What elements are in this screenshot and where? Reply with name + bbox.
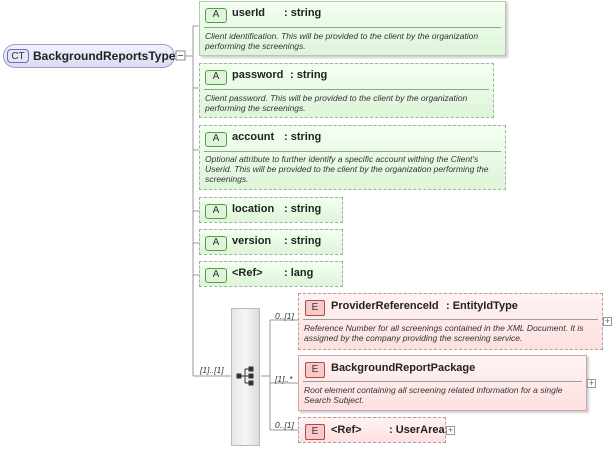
attribute-location[interactable]: A location : string (199, 197, 343, 223)
attribute-badge: A (205, 268, 227, 283)
element-provider-reference-id[interactable]: E ProviderReferenceId : EntityIdType Ref… (298, 293, 603, 350)
element-documentation: Root element containing all screening re… (304, 385, 563, 405)
element-cardinality: [1]..* (275, 374, 293, 384)
separator (303, 319, 598, 320)
complex-type-badge: CT (7, 49, 29, 63)
separator (204, 89, 489, 90)
attribute-name: userId (232, 7, 266, 19)
expand-button[interactable]: + (603, 316, 612, 326)
attribute-name: account (232, 131, 275, 143)
attribute-documentation: Client identification. This will be prov… (205, 31, 479, 51)
attribute-type: : string (284, 203, 322, 215)
element-badge: E (305, 424, 325, 440)
element-background-report-package[interactable]: E BackgroundReportPackage Root element c… (298, 355, 587, 411)
sequence-compositor[interactable] (231, 308, 260, 446)
attribute-type: : string (290, 69, 328, 81)
element-documentation: Reference Number for all screenings cont… (304, 323, 584, 343)
attribute-name: version (232, 235, 272, 247)
sequence-compositor-icon (236, 366, 254, 386)
complex-type-name: BackgroundReportsType (33, 49, 176, 63)
expand-button[interactable]: + (587, 378, 596, 388)
attribute-type: : string (284, 7, 322, 19)
element-name: BackgroundReportPackage (331, 362, 476, 374)
attribute-badge: A (205, 204, 227, 219)
element-type: : EntityIdType (446, 300, 518, 312)
element-name: <Ref> (331, 424, 362, 436)
attribute-name: password (232, 69, 284, 81)
attribute-version[interactable]: A version : string (199, 229, 343, 255)
element-name: ProviderReferenceId (331, 300, 439, 312)
attribute-name: <Ref> (232, 267, 263, 279)
attribute-userid[interactable]: A userId : string Client identification.… (199, 1, 506, 56)
element-type: : UserArea (389, 424, 445, 436)
attribute-documentation: Optional attribute to further identify a… (205, 154, 489, 184)
attribute-badge: A (205, 236, 227, 251)
separator (303, 381, 582, 382)
attribute-password[interactable]: A password : string Client password. Thi… (199, 63, 494, 118)
expand-button[interactable]: + (446, 425, 455, 435)
attribute-documentation: Client password. This will be provided t… (205, 93, 468, 113)
separator (204, 27, 501, 28)
element-cardinality: 0..[1] (275, 311, 294, 321)
attribute-account[interactable]: A account : string Optional attribute to… (199, 125, 506, 190)
complex-type-box[interactable] (3, 44, 175, 68)
attribute-badge: A (205, 8, 227, 23)
element-badge: E (305, 300, 325, 316)
attribute-badge: A (205, 70, 227, 85)
attribute-badge: A (205, 132, 227, 147)
separator (204, 151, 501, 152)
sequence-cardinality: [1]..[1] (200, 365, 224, 375)
element-badge: E (305, 362, 325, 378)
attribute-type: : string (284, 235, 322, 247)
attribute-name: location (232, 203, 275, 215)
attribute-type: : string (284, 131, 322, 143)
element-cardinality: 0..[1] (275, 420, 294, 430)
element-ref-userarea[interactable]: E <Ref> : UserArea (298, 417, 446, 443)
attribute-type: : lang (284, 267, 314, 279)
attribute-ref-lang[interactable]: A <Ref> : lang (199, 261, 343, 287)
